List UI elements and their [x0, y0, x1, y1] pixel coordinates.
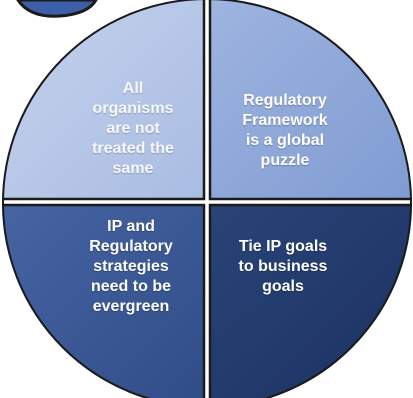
label-line: need to be: [90, 278, 171, 295]
quadrant-bottom-left: [2, 205, 204, 398]
label-line: Framework: [242, 112, 328, 129]
label-line: organisms: [92, 100, 174, 117]
label-line: same: [112, 160, 154, 177]
label-line: are not: [106, 120, 160, 137]
label-line: Regulatory: [243, 92, 327, 109]
label-line: IP and: [107, 218, 155, 235]
quadrant-bottom-left-label: IP and Regulatory strategies need to be …: [56, 217, 206, 317]
quadrant-bottom-right-label: Tie IP goals to business goals: [208, 237, 358, 297]
label-line: strategies: [93, 258, 169, 275]
label-line: is a global: [245, 132, 325, 149]
label-line: Regulatory: [89, 238, 173, 255]
quadrant-top-left: [2, 0, 204, 199]
quadrant-top-right: [210, 0, 412, 199]
label-line: All: [122, 80, 144, 97]
quadrant-top-left-label: All organisms are not treated the same: [58, 79, 208, 179]
label-line: puzzle: [260, 152, 310, 169]
label-line: Tie IP goals: [238, 238, 328, 255]
label-line: to business: [238, 258, 328, 275]
label-line: goals: [262, 278, 304, 295]
quadrant-bottom-right: [210, 205, 412, 398]
quadrant-top-right-label: Regulatory Framework is a global puzzle: [210, 91, 360, 171]
label-line: treated the: [92, 140, 174, 157]
label-line: evergreen: [92, 298, 170, 315]
top-decoration: [16, 0, 98, 18]
